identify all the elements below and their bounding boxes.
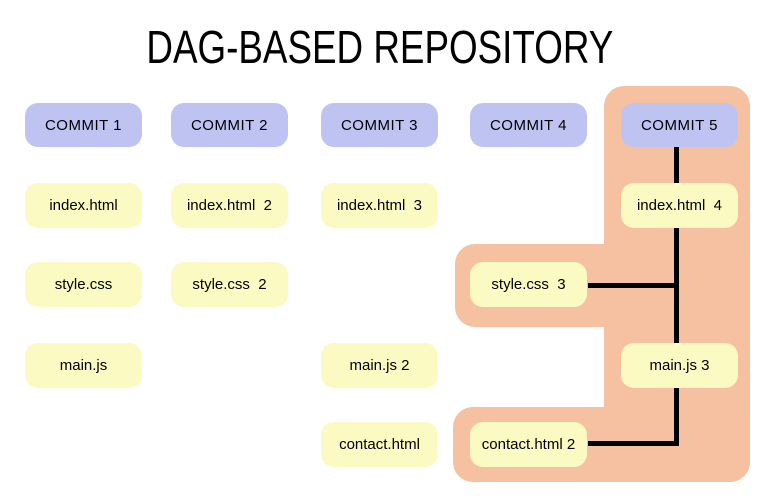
- file-node-contact-html-v2: contact.html 2: [470, 422, 587, 467]
- connector-style-css-3-horizontal-line: [588, 283, 678, 288]
- commit-1-node: COMMIT 1: [25, 103, 142, 147]
- file-label: main.js 3: [649, 357, 710, 374]
- commit-5-node: COMMIT 5: [621, 103, 738, 147]
- connector-commit5-vertical-line: [674, 147, 679, 446]
- file-label: style.css: [54, 276, 113, 293]
- connector-contact-html-2-horizontal-line: [588, 441, 679, 446]
- file-label: contact.html 2: [481, 436, 576, 453]
- file-label: index.html: [49, 197, 118, 214]
- file-label: style.css 2: [192, 276, 267, 293]
- commit-2-label: COMMIT 2: [190, 116, 269, 134]
- file-node-main-js-v1: main.js: [25, 343, 142, 388]
- file-node-index-html-v2: index.html 2: [171, 183, 288, 228]
- file-label: index.html 3: [336, 197, 423, 214]
- diagram-title-text: DAG-BASED REPOSITORY: [146, 21, 614, 73]
- commit-2-node: COMMIT 2: [171, 103, 288, 147]
- file-node-main-js-v2: main.js 2: [321, 343, 438, 388]
- file-label: index.html 2: [186, 197, 273, 214]
- commit-4-label: COMMIT 4: [489, 116, 568, 134]
- commit-3-label: COMMIT 3: [340, 116, 419, 134]
- file-label: index.html 4: [636, 197, 723, 214]
- file-node-index-html-v1: index.html: [25, 183, 142, 228]
- file-label: main.js 2: [349, 357, 410, 374]
- commit-3-node: COMMIT 3: [321, 103, 438, 147]
- file-node-style-css-v1: style.css: [25, 262, 142, 307]
- file-node-contact-html-v1: contact.html: [321, 422, 438, 467]
- file-node-style-css-v2: style.css 2: [171, 262, 288, 307]
- file-node-style-css-v3: style.css 3: [470, 262, 587, 307]
- commit-1-label: COMMIT 1: [44, 116, 123, 134]
- commit-5-label: COMMIT 5: [640, 116, 719, 134]
- file-label: contact.html: [339, 436, 420, 453]
- file-node-index-html-v4: index.html 4: [621, 183, 738, 228]
- diagram-title: DAG-BASED REPOSITORY: [0, 24, 760, 70]
- file-node-main-js-v3: main.js 3: [621, 343, 738, 388]
- commit-4-node: COMMIT 4: [470, 103, 587, 147]
- file-label: style.css 3: [491, 276, 566, 293]
- file-node-index-html-v3: index.html 3: [321, 183, 438, 228]
- file-label: main.js: [59, 357, 108, 374]
